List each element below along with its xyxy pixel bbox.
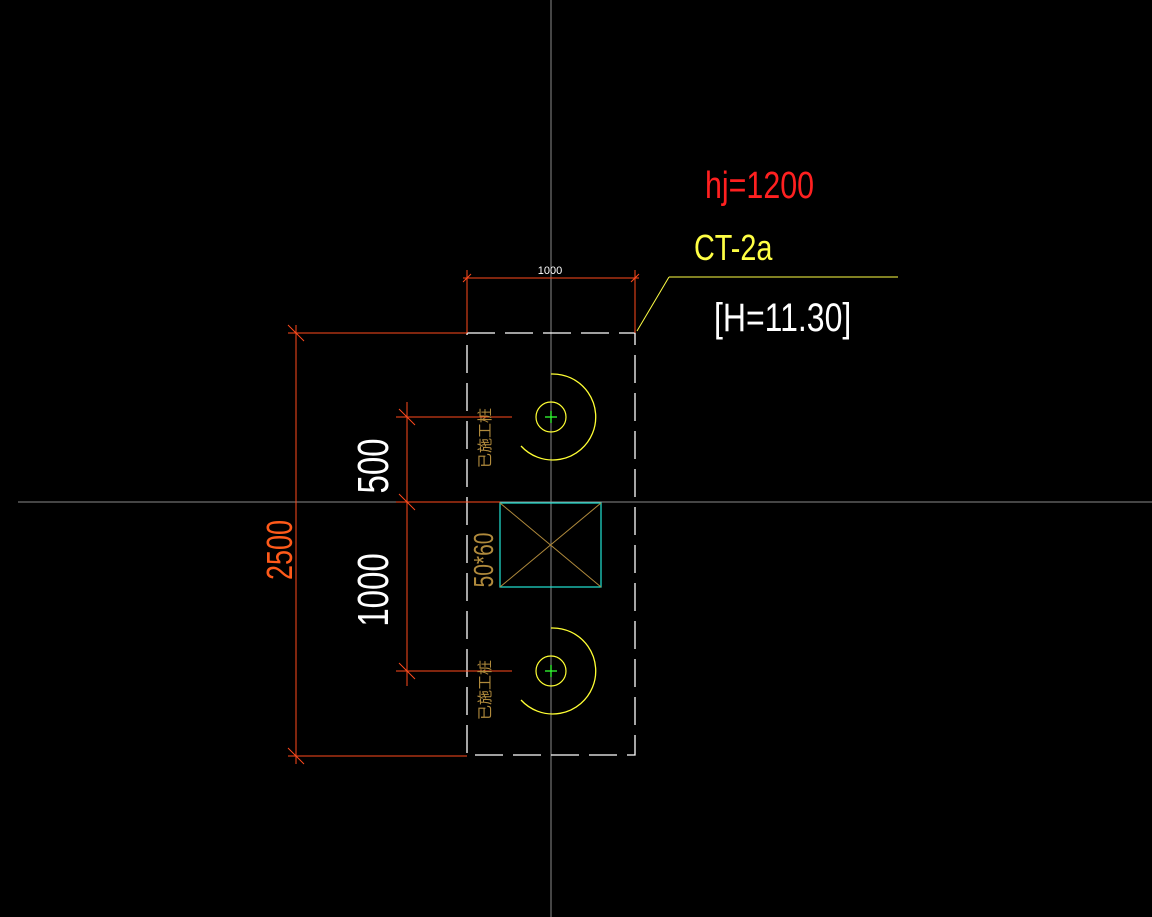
pile-center-mark-icon xyxy=(545,411,557,423)
pile-dimension xyxy=(396,402,512,686)
crosshair xyxy=(18,0,1152,917)
upper-dimension-label: 500 xyxy=(350,438,399,493)
pile-bottom[interactable] xyxy=(520,627,597,715)
cap-name-label: CT-2a xyxy=(694,227,773,268)
column-cross-icon xyxy=(499,502,602,588)
pile-top[interactable] xyxy=(520,373,597,461)
width-dimension xyxy=(462,270,640,333)
pile-center-mark-icon xyxy=(545,665,557,677)
elevation-label: [H=11.30] xyxy=(714,295,851,340)
column-outline xyxy=(499,502,602,588)
pile-circle-icon xyxy=(520,373,597,461)
pile-inner-circle xyxy=(535,401,567,433)
pile-note-bottom: 已施工桩 xyxy=(477,660,494,720)
pile-spacing-dimension-label: 1000 xyxy=(350,553,399,626)
total-dimension-label: 2500 xyxy=(259,520,300,580)
column-size-label: 50*60 xyxy=(469,533,500,588)
pile-cap-outline[interactable] xyxy=(466,332,636,756)
width-dimension-label: 1000 xyxy=(538,265,562,277)
pile-inner-circle xyxy=(535,655,567,687)
column[interactable] xyxy=(499,502,602,588)
total-dimension xyxy=(287,324,467,765)
pile-note-top: 已施工桩 xyxy=(477,408,494,468)
hj-label: hj=1200 xyxy=(705,165,814,207)
leader-line xyxy=(636,276,898,332)
pile-circle-icon xyxy=(520,627,597,715)
